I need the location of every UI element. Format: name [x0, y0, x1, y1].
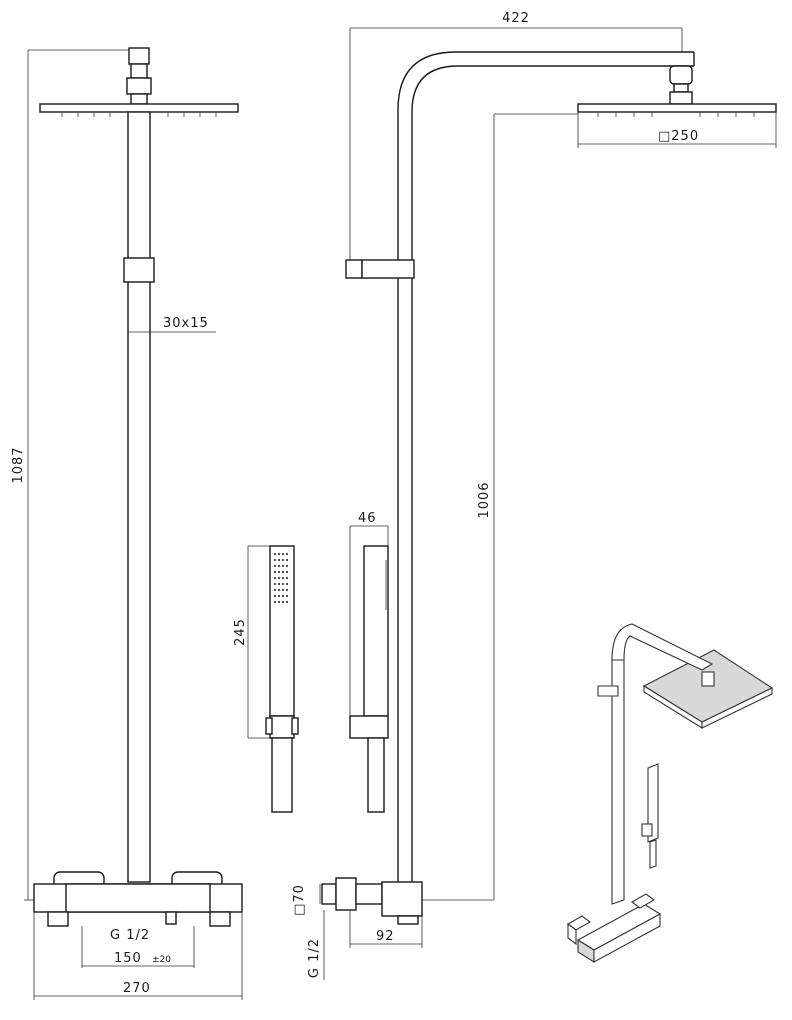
handshower-side: 46	[349, 511, 389, 813]
dim-side-height: 1006	[477, 481, 492, 518]
handshower-nozzles	[274, 553, 288, 603]
isometric-view	[567, 623, 774, 963]
dim-centres-tolerance: ±20	[152, 955, 171, 965]
dim-connection-depth: 92	[376, 929, 395, 944]
dim-connection-square: □70	[292, 884, 307, 916]
dim-pipe-section: 30x15	[163, 316, 209, 331]
dim-overall-height: 1087	[11, 446, 26, 483]
dim-mixer-width: 270	[123, 981, 151, 996]
handshower-front: 245	[233, 545, 299, 813]
side-view: 422 □250 1006	[292, 11, 777, 980]
dim-head-size: □250	[658, 129, 699, 144]
dim-handshower-width: 46	[358, 511, 377, 526]
dim-arm-reach: 422	[502, 11, 530, 26]
head-nozzles	[61, 112, 217, 117]
dim-thread-side: G 1/2	[307, 938, 322, 978]
dim-centres: 150	[114, 951, 142, 966]
dim-handshower-length: 245	[233, 618, 248, 646]
dim-thread-front: G 1/2	[110, 928, 150, 943]
front-view: 1087 30x15 G 1/2	[11, 47, 243, 1000]
